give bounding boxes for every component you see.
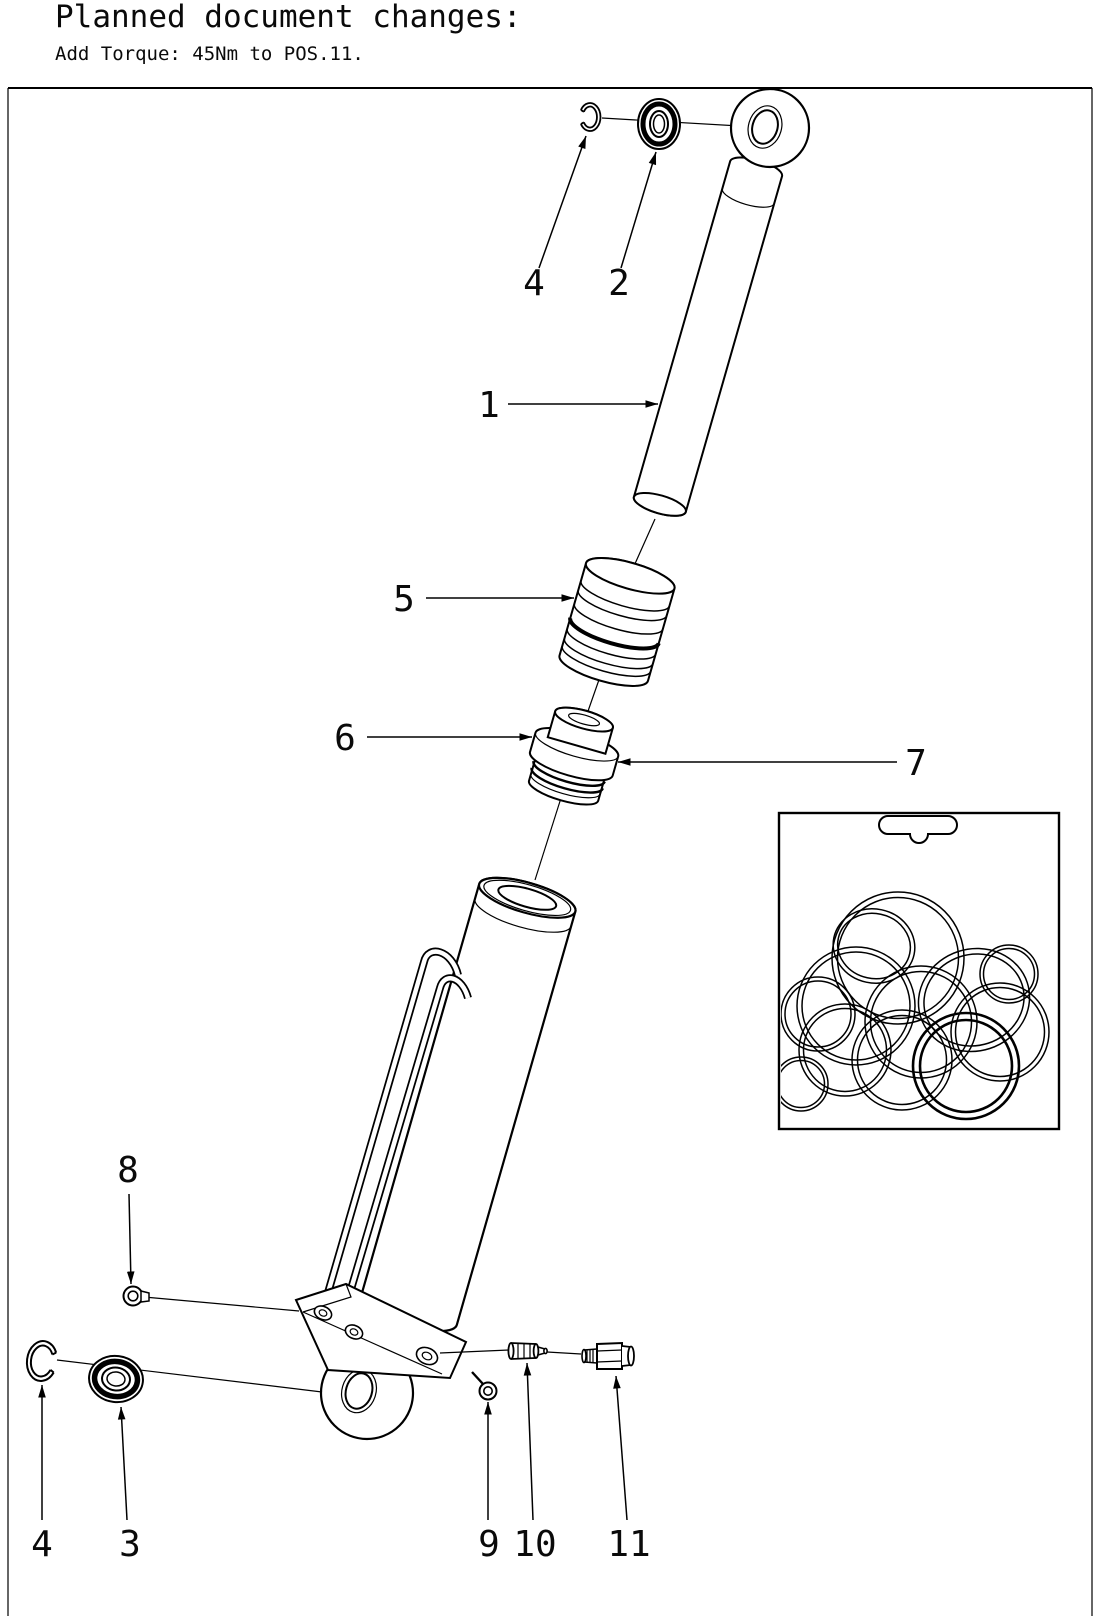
rod-seal bbox=[637, 98, 681, 150]
euro-slot-hole bbox=[878, 815, 958, 844]
callout-label-9: 9 bbox=[478, 1524, 500, 1565]
bushing-oring bbox=[530, 760, 606, 794]
callout-label-7: 7 bbox=[905, 743, 927, 784]
callout-label-8: 8 bbox=[117, 1150, 139, 1191]
callout-label-2: 2 bbox=[608, 263, 630, 304]
plug-8 bbox=[122, 1285, 150, 1307]
callout-label-4-top: 4 bbox=[523, 263, 545, 304]
guide-bushing bbox=[527, 706, 620, 806]
callout-11: 11 bbox=[607, 1375, 651, 1565]
callout-label-10: 10 bbox=[513, 1524, 556, 1565]
callout-label-1: 1 bbox=[478, 385, 500, 426]
callout-8: 8 bbox=[117, 1150, 139, 1285]
seal-kit-bag bbox=[777, 811, 1061, 1131]
callout-label-11: 11 bbox=[607, 1524, 650, 1565]
plug-9 bbox=[471, 1371, 498, 1401]
axis-line-plug8 bbox=[143, 1296, 300, 1312]
callout-9: 9 bbox=[478, 1402, 500, 1565]
callout-1: 1 bbox=[478, 385, 658, 426]
axis-line-fitting10-left bbox=[439, 1349, 510, 1354]
fitting-10 bbox=[507, 1342, 548, 1360]
piston bbox=[558, 557, 676, 687]
callout-10: 10 bbox=[513, 1362, 557, 1565]
axis-line-fitting10-right bbox=[546, 1351, 582, 1355]
callout-label-5: 5 bbox=[393, 579, 415, 620]
page-subtitle: Add Torque: 45Nm to POS.11. bbox=[55, 43, 364, 65]
callout-2: 2 bbox=[608, 151, 657, 304]
axis-line-bushing-barrel bbox=[534, 797, 562, 881]
callout-4-bottom: 4 bbox=[31, 1385, 53, 1565]
drawing-header: Planned document changes: Add Torque: 45… bbox=[55, 0, 522, 65]
cylinder-barrel bbox=[359, 876, 577, 1333]
callout-6: 6 bbox=[334, 718, 532, 759]
hydraulic-pipes bbox=[321, 947, 472, 1308]
callout-7: 7 bbox=[618, 743, 927, 784]
retaining-ring-bottom bbox=[25, 1340, 58, 1382]
callout-4-top: 4 bbox=[523, 135, 587, 304]
rod-eye bbox=[729, 87, 811, 169]
eye-bushing-3 bbox=[88, 1354, 144, 1404]
valve-fitting-11 bbox=[581, 1341, 635, 1370]
callout-label-3: 3 bbox=[119, 1524, 141, 1565]
callout-label-6: 6 bbox=[334, 718, 356, 759]
callout-3: 3 bbox=[117, 1406, 141, 1565]
callout-label-4-bottom: 4 bbox=[31, 1524, 53, 1565]
page-title: Planned document changes: bbox=[55, 0, 522, 35]
retaining-ring-top bbox=[580, 102, 602, 132]
mounting-block bbox=[294, 1282, 468, 1380]
drawing-frame bbox=[7, 87, 1093, 1616]
piston-rod bbox=[632, 156, 784, 517]
axis-line-rod-piston bbox=[633, 518, 656, 567]
callout-5: 5 bbox=[393, 579, 574, 620]
oring-set bbox=[781, 891, 1050, 1121]
